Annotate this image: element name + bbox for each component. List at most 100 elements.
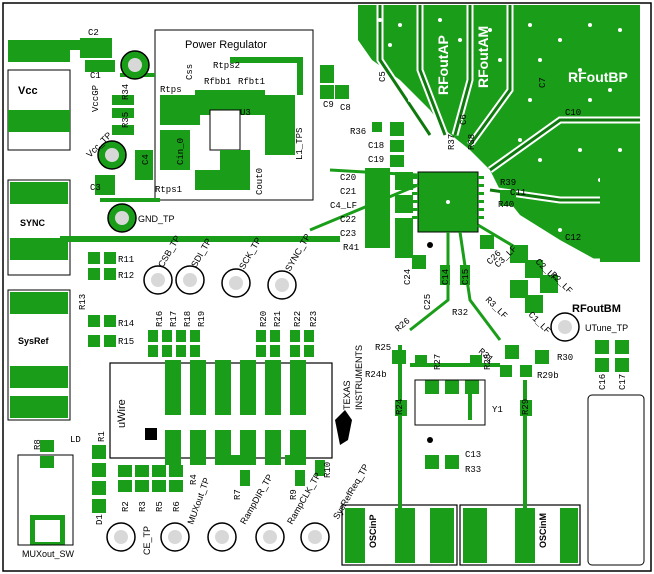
label-r9: R9 bbox=[289, 489, 299, 500]
label-r23: R23 bbox=[309, 311, 319, 327]
label-c17: C17 bbox=[618, 374, 628, 390]
label-r22: R22 bbox=[293, 311, 303, 327]
label-r16: R16 bbox=[155, 311, 165, 327]
label-c6: C6 bbox=[459, 114, 469, 125]
label-c10: C10 bbox=[565, 108, 581, 118]
label-c2: C2 bbox=[88, 28, 99, 38]
label-r1: R1 bbox=[97, 431, 107, 442]
label-l1-tps: L1_TPS bbox=[295, 128, 305, 160]
test-point-pads bbox=[97, 50, 580, 552]
ti-logo-line1: TEXAS bbox=[342, 380, 352, 410]
sync-label: SYNC bbox=[20, 218, 46, 228]
label-r13: R13 bbox=[78, 294, 88, 310]
label-c21: C21 bbox=[340, 187, 356, 197]
label-u3: U3 bbox=[240, 108, 251, 118]
label-r41: R41 bbox=[343, 243, 359, 253]
label-r10: R10 bbox=[323, 462, 333, 478]
label-r19: R19 bbox=[197, 311, 207, 327]
label-c1: C1 bbox=[90, 71, 101, 81]
label-r5: R5 bbox=[155, 501, 165, 512]
label-c14: C14 bbox=[441, 269, 451, 285]
label-r7: R7 bbox=[233, 489, 243, 500]
label-c20: C20 bbox=[340, 173, 356, 183]
label-cout0: Cout0 bbox=[255, 168, 265, 195]
label-c11: C11 bbox=[510, 188, 526, 198]
label-r29b: R29b bbox=[537, 371, 559, 381]
label-c18: C18 bbox=[368, 141, 384, 151]
osc-section bbox=[392, 340, 629, 505]
oscin-connectors bbox=[341, 470, 581, 566]
label-r4: R4 bbox=[189, 474, 199, 485]
label-r12: R12 bbox=[118, 271, 134, 281]
label-r14: R14 bbox=[118, 319, 134, 329]
label-r40: R40 bbox=[498, 200, 514, 210]
label-r8: R8 bbox=[33, 439, 43, 450]
label-r20: R20 bbox=[259, 311, 269, 327]
label-r6: R6 bbox=[172, 501, 182, 512]
ce-tp-label: CE_TP bbox=[142, 526, 152, 555]
label-c4-lf: C4_LF bbox=[330, 201, 357, 211]
oscinp-label: OSCinP bbox=[368, 514, 378, 548]
label-r34: R34 bbox=[121, 84, 131, 100]
label-rtps2: Rtps2 bbox=[213, 61, 240, 71]
label-y1: Y1 bbox=[492, 405, 503, 415]
label-r18: R18 bbox=[183, 311, 193, 327]
label-c19: C19 bbox=[368, 155, 384, 165]
label-c16: C16 bbox=[598, 374, 608, 390]
gnd-tp-label: GND_TP bbox=[138, 214, 175, 224]
oscinm-label: OSCinM bbox=[538, 513, 548, 548]
chip-decoupling-caps bbox=[320, 65, 558, 313]
ti-logo-line2: INSTRUMENTS bbox=[354, 345, 364, 410]
label-vccgp: VccGP bbox=[91, 85, 101, 112]
label-r37: R37 bbox=[447, 134, 457, 150]
label-r28: R28 bbox=[483, 354, 493, 370]
regulator-copper bbox=[160, 57, 303, 190]
label-c24: C24 bbox=[403, 269, 413, 285]
label-rfbb1: Rfbb1 bbox=[204, 77, 231, 87]
label-c9: C9 bbox=[323, 100, 334, 110]
label-css: Css bbox=[185, 64, 195, 80]
left-copper bbox=[7, 40, 340, 421]
label-r24b: R24b bbox=[365, 370, 387, 380]
label-c22: C22 bbox=[340, 215, 356, 225]
rfout-am-label: RFoutAM bbox=[475, 26, 491, 88]
label-r17: R17 bbox=[169, 311, 179, 327]
label-r30: R30 bbox=[557, 353, 573, 363]
label-r35: R35 bbox=[121, 112, 131, 128]
label-c23: C23 bbox=[340, 229, 356, 239]
label-ld: LD bbox=[70, 435, 81, 445]
label-r38: R38 bbox=[467, 134, 477, 150]
label-r25: R25 bbox=[375, 343, 391, 353]
label-c12: C12 bbox=[565, 233, 581, 243]
label-rtps1: Rtps1 bbox=[155, 185, 182, 195]
power-regulator-title: Power Regulator bbox=[185, 39, 267, 51]
label-r15: R15 bbox=[118, 337, 134, 347]
label-r2: R2 bbox=[121, 501, 131, 512]
left-top-parts bbox=[80, 38, 160, 202]
label-r32: R32 bbox=[452, 308, 468, 318]
label-d1: D1 bbox=[95, 514, 105, 525]
label-r11: R11 bbox=[118, 255, 134, 265]
label-c15: C15 bbox=[461, 269, 471, 285]
vcc-label: Vcc bbox=[18, 85, 38, 97]
label-c7: C7 bbox=[538, 77, 548, 88]
label-r24: R24 bbox=[395, 399, 405, 415]
muxout-sw-label: MUXout_SW bbox=[22, 549, 75, 559]
label-c3: C3 bbox=[90, 183, 101, 193]
label-cin0: Cin_0 bbox=[176, 138, 186, 165]
label-c8: C8 bbox=[340, 103, 351, 113]
rfout-ap-label: RFoutAP bbox=[435, 35, 451, 95]
label-c25: C25 bbox=[423, 294, 433, 310]
label-r39: R39 bbox=[500, 178, 516, 188]
signal-resistors bbox=[88, 252, 314, 357]
uwire-connector bbox=[109, 360, 333, 465]
rfout-bm-label: RFoutBM bbox=[572, 303, 621, 315]
uwire-label: uWire bbox=[116, 399, 128, 428]
ti-logo bbox=[335, 410, 352, 445]
label-r27: R27 bbox=[433, 354, 443, 370]
sysref-label: SysRef bbox=[18, 336, 50, 346]
muxout-switch-outline bbox=[17, 454, 74, 546]
label-c4: C4 bbox=[141, 154, 151, 165]
